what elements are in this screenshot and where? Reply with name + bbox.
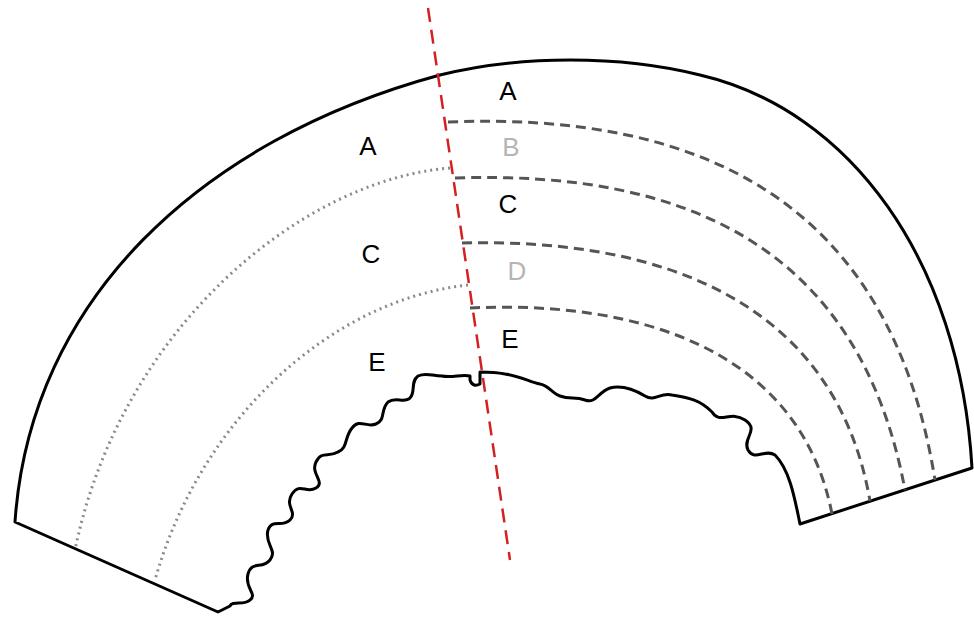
left-layer-boundary	[75, 168, 450, 550]
section-outline	[15, 60, 972, 612]
layer-label: A	[359, 133, 376, 159]
layer-label: B	[502, 134, 519, 160]
layer-label: E	[501, 326, 518, 352]
layer-label: C	[499, 191, 518, 217]
right-layer-boundary	[462, 243, 870, 501]
right-layer-boundary	[455, 177, 905, 490]
right-layer-boundary	[470, 307, 832, 514]
layer-label: A	[499, 78, 516, 104]
section-line	[428, 8, 510, 560]
layer-label: C	[362, 241, 381, 267]
layer-label: D	[508, 258, 527, 284]
layer-label: E	[368, 349, 385, 375]
left-layer-boundary	[155, 285, 468, 580]
right-layer-boundary	[448, 121, 935, 480]
